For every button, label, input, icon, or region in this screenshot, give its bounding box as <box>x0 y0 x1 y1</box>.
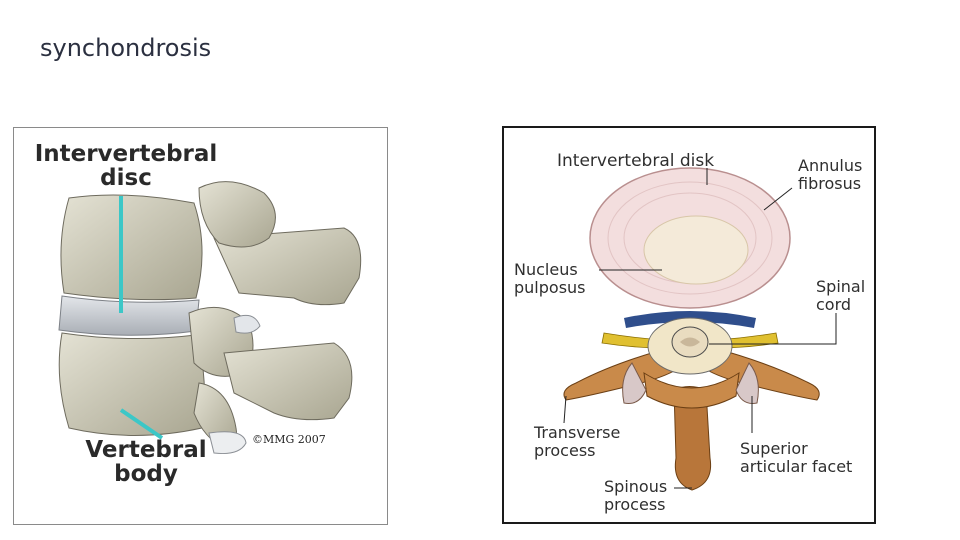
label-intervertebral-disc: Intervertebral disc <box>34 141 218 192</box>
leader-spinal-cord <box>709 313 837 345</box>
copyright-text: ©MMG 2007 <box>252 433 326 446</box>
lateral-view-panel: Intervertebral disc Vertebral body ©MMG … <box>13 127 388 525</box>
leader-transverse <box>563 395 567 424</box>
lamina <box>643 372 740 409</box>
lower-vertebral-body <box>58 332 205 436</box>
disc-shape <box>58 295 200 336</box>
right-superior-facet <box>735 362 759 404</box>
left-superior-facet <box>622 362 647 404</box>
label-vertebral-body: Vertebral body <box>85 437 207 488</box>
slide-title: synchondrosis <box>40 34 212 62</box>
upper-articular-process <box>198 181 276 248</box>
upper-vertebral-body <box>60 194 203 301</box>
axial-view-panel: Intervertebral disk Annulus fibrosus Nuc… <box>502 126 876 524</box>
leader-annulus <box>763 187 793 211</box>
label-spinous-process: Spinous process <box>604 477 668 515</box>
label-spinal-cord: Spinal cord <box>816 277 866 315</box>
upper-spinous-process <box>213 227 362 306</box>
label-transverse-process: Transverse process <box>534 423 621 461</box>
axial-vertebra-illustration <box>563 167 837 491</box>
lateral-vertebrae-illustration <box>58 181 362 454</box>
spinous-process-shape <box>673 386 712 491</box>
facet-cartilage <box>208 431 247 454</box>
facet-joint-cartilage <box>233 314 261 334</box>
label-intervertebral-disk: Intervertebral disk <box>557 151 715 171</box>
lower-spinous-process <box>223 342 353 421</box>
nucleus-pulposus-shape <box>643 215 749 285</box>
label-nucleus-pulposus: Nucleus pulposus <box>514 260 586 298</box>
body-pointer-line <box>119 408 164 440</box>
label-superior-articular-facet: Superior articular facet <box>740 439 853 477</box>
label-annulus-fibrosus: Annulus fibrosus <box>798 156 863 194</box>
